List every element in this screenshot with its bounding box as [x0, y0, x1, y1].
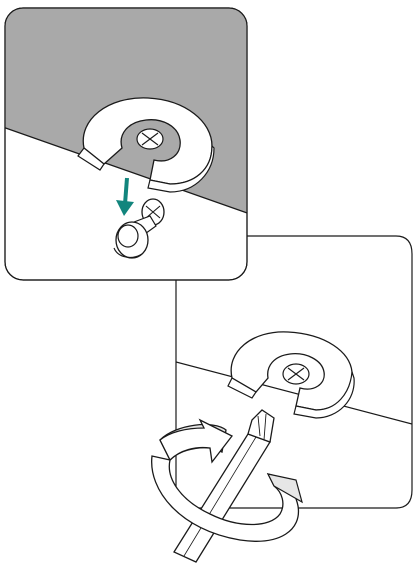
rotation-arrow-icon: [151, 418, 303, 542]
wall-edge-line: [176, 361, 412, 425]
screwdriver-icon: [173, 409, 275, 563]
step-1-panel: [4, 7, 248, 281]
keyhole-bracket-icon: [227, 331, 355, 419]
step-2-panel: [175, 235, 413, 509]
keyhole-bracket-icon: [77, 97, 215, 193]
wall-edge-line: [5, 125, 247, 215]
screw-icon: [113, 198, 165, 259]
insert-down-arrow-icon: [116, 177, 134, 216]
